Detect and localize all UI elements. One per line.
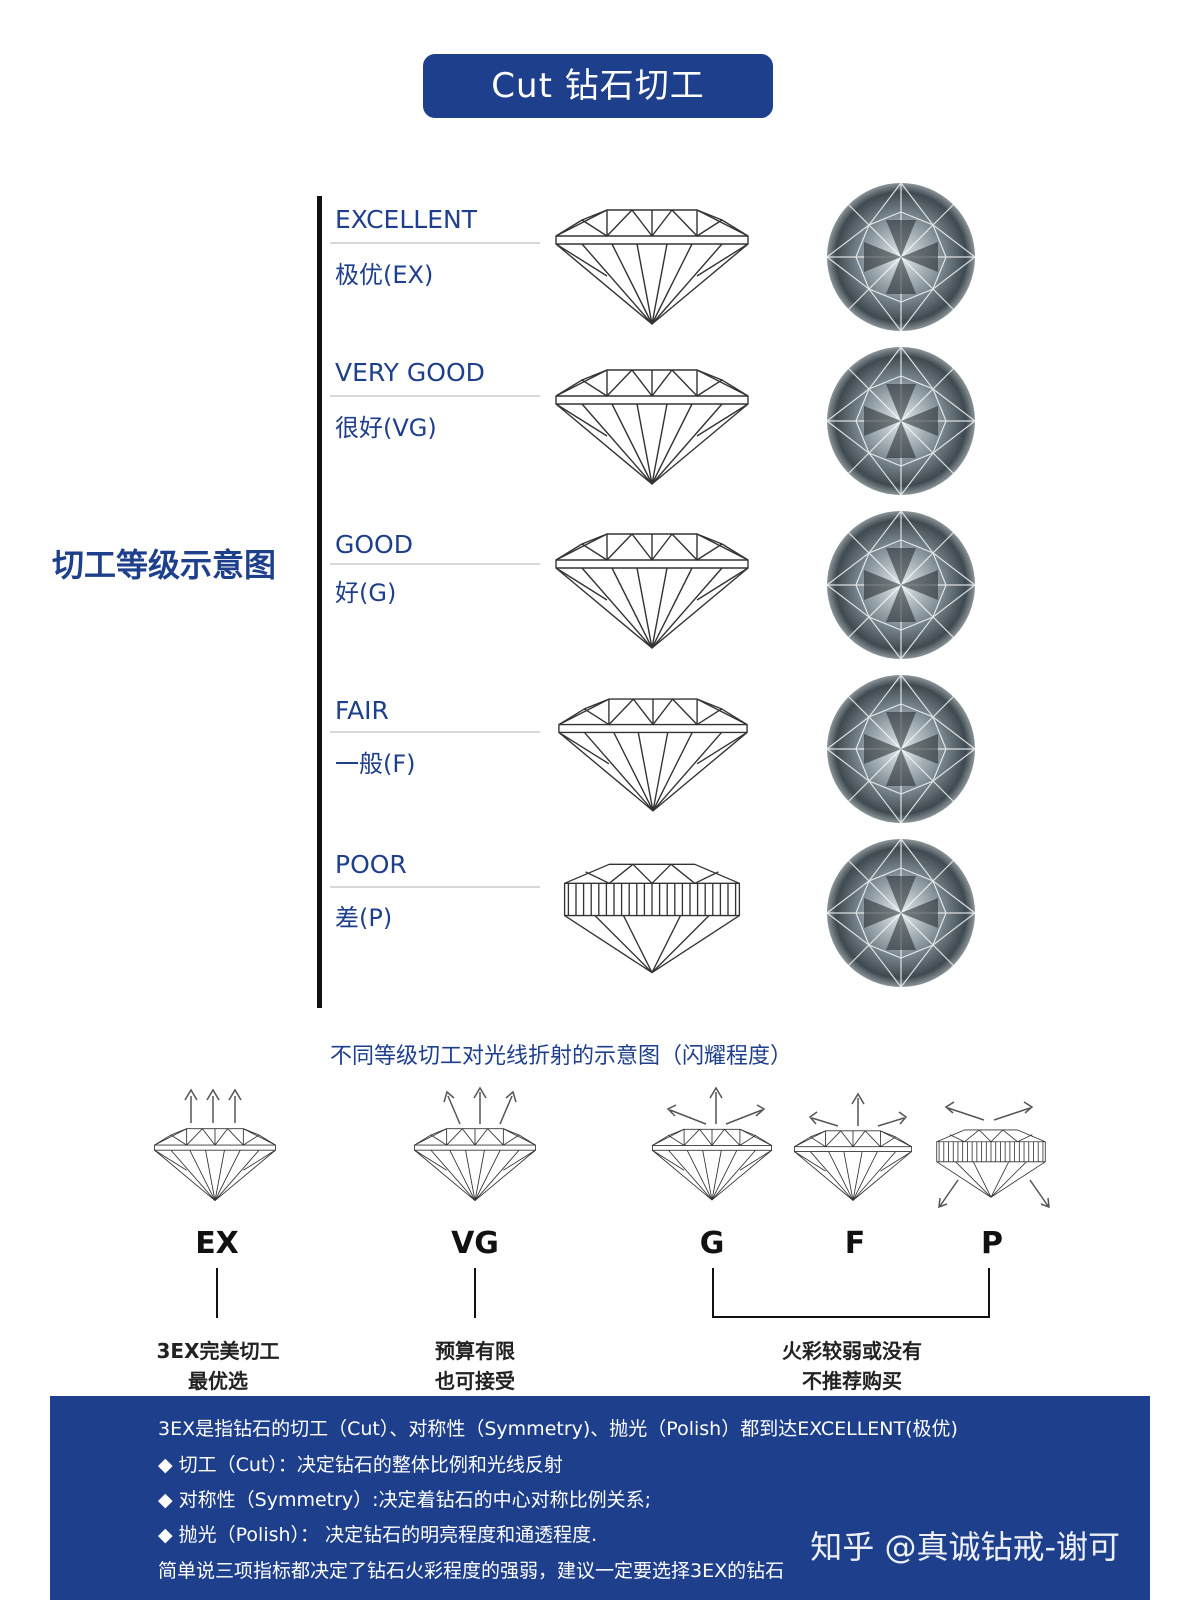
diamond-profile-icon	[555, 695, 751, 813]
grade-label-vg: VG	[451, 1226, 499, 1261]
grade-label-f: F	[844, 1226, 866, 1261]
grade-label-g: G	[699, 1226, 725, 1261]
light-arrow-icon	[944, 1101, 1034, 1121]
grade-timeline-bar	[317, 196, 322, 1008]
page-title: Cut 钻石切工	[423, 54, 773, 118]
grade-en-good: GOOD	[335, 530, 413, 559]
zhihu-watermark: 知乎 @真诚钻戒-谢可	[810, 1528, 1120, 1566]
grade-label-ex: EX	[195, 1226, 239, 1261]
diamond-profile-icon	[550, 366, 754, 486]
diamond-photo-icon	[826, 346, 976, 496]
grade-en-poor: POOR	[335, 850, 407, 879]
info-line: 3EX是指钻石的切工（Cut）、对称性（Symmetry)、抛光（Polish）…	[158, 1418, 958, 1440]
grade-divider	[330, 242, 540, 244]
conclusion-gfp: 火彩较弱或没有 不推荐购买	[752, 1336, 952, 1396]
light-arrow-icon	[666, 1086, 766, 1125]
refraction-caption: 不同等级切工对光线折射的示意图（闪耀程度）	[330, 1044, 793, 1069]
diamond-profile-icon	[412, 1126, 538, 1202]
connector-line	[474, 1268, 476, 1318]
grade-divider	[330, 395, 540, 397]
grade-cn-poor: 差(P)	[335, 904, 393, 932]
connector-line	[216, 1268, 218, 1318]
grade-divider	[330, 563, 540, 565]
diamond-profile-icon	[557, 855, 747, 980]
light-arrow-icon	[808, 1092, 908, 1127]
connector-line	[712, 1268, 714, 1318]
info-line: 简单说三项指标都决定了钻石火彩程度的强弱，建议一定要选择3EX的钻石	[158, 1560, 785, 1582]
grade-cn-very-good: 很好(VG)	[335, 414, 437, 442]
diamond-profile-icon	[552, 206, 752, 326]
info-line: ◆ 切工（Cut）：决定钻石的整体比例和光线反射	[158, 1454, 563, 1476]
grade-label-p: P	[981, 1226, 1003, 1261]
connector-line	[988, 1268, 990, 1318]
light-arrow-icon	[184, 1089, 242, 1124]
diamond-photo-icon	[826, 838, 976, 988]
grade-divider	[330, 886, 540, 888]
conclusion-line: 不推荐购买	[802, 1369, 902, 1393]
grade-chart-title: 切工等级示意图	[52, 546, 277, 584]
diamond-photo-icon	[826, 674, 976, 824]
grade-en-very-good: VERY GOOD	[335, 358, 485, 387]
info-panel: 3EX是指钻石的切工（Cut）、对称性（Symmetry)、抛光（Polish）…	[50, 1396, 1150, 1600]
light-arrow-icon	[938, 1179, 1050, 1209]
grade-cn-excellent: 极优(EX)	[335, 261, 434, 289]
conclusion-line: 预算有限	[435, 1339, 515, 1363]
conclusion-line: 最优选	[188, 1369, 248, 1393]
grade-cn-fair: 一般(F)	[335, 750, 416, 778]
diamond-photo-icon	[826, 182, 976, 332]
connector-line	[712, 1316, 990, 1318]
conclusion-line: 火彩较弱或没有	[782, 1339, 922, 1363]
info-line: ◆ 抛光（Polish）： 决定钻石的明亮程度和通透程度.	[158, 1524, 598, 1546]
diamond-profile-icon	[152, 1126, 278, 1202]
diamond-profile-icon	[552, 530, 752, 650]
grade-cn-good: 好(G)	[335, 579, 397, 607]
conclusion-vg: 预算有限 也可接受	[375, 1336, 575, 1396]
conclusion-line: 也可接受	[435, 1369, 515, 1393]
conclusion-ex: 3EX完美切工 最优选	[118, 1336, 318, 1396]
conclusion-line: 3EX完美切工	[156, 1339, 280, 1363]
light-arrow-icon	[443, 1086, 517, 1125]
grade-divider	[330, 731, 540, 733]
grade-en-excellent: EXCELLENT	[335, 205, 477, 234]
diamond-profile-icon	[650, 1126, 774, 1202]
grade-en-fair: FAIR	[335, 696, 389, 725]
info-line: ◆ 对称性（Symmetry）:决定着钻石的中心对称比例关系;	[158, 1489, 651, 1511]
diamond-photo-icon	[826, 510, 976, 660]
diamond-profile-icon	[792, 1128, 914, 1202]
